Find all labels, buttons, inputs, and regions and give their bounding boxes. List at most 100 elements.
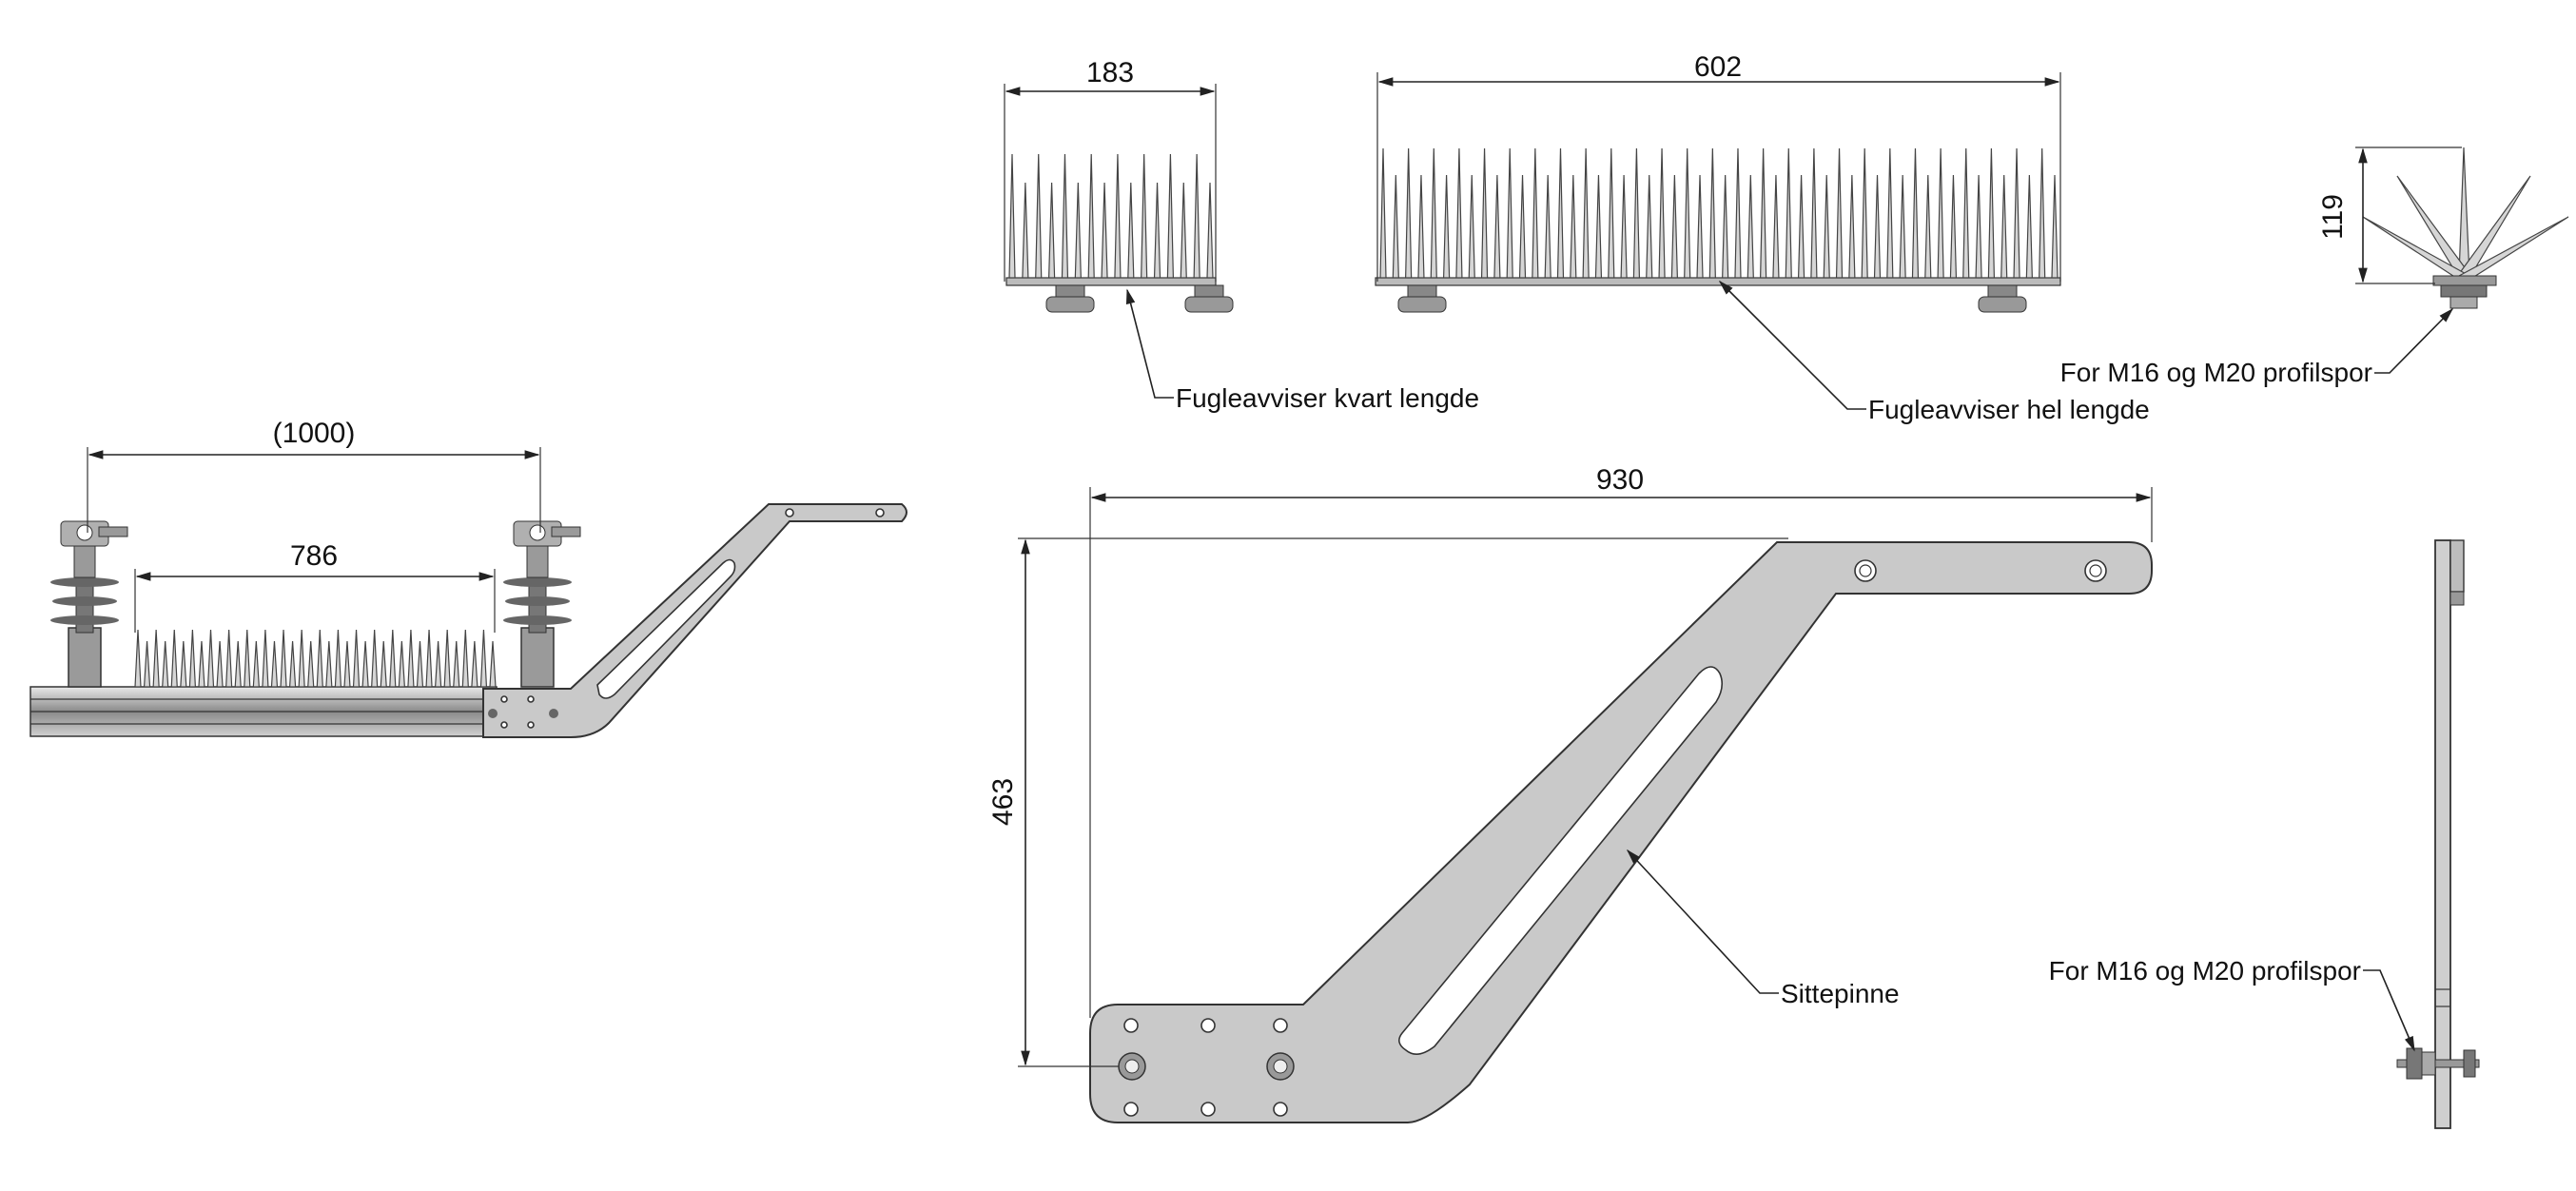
spike [352, 629, 361, 688]
spike [280, 629, 287, 688]
spike [389, 629, 397, 688]
spike [1899, 174, 1906, 279]
spike [434, 640, 442, 688]
spike [316, 629, 323, 688]
side-view: For M16 og M20 profilspor [2049, 539, 2480, 1129]
spike [2013, 147, 2020, 279]
spike [1658, 147, 1666, 279]
spike [1949, 174, 1958, 279]
spike [1193, 153, 1200, 279]
spike [162, 640, 169, 688]
quarter-length-deterrent: 183 Fugleavviser kvart lengde [1004, 57, 1479, 413]
spike [1937, 147, 1944, 279]
overview-spike-strip [134, 629, 497, 688]
spike [1074, 182, 1082, 279]
spike [489, 640, 497, 688]
spike [1430, 147, 1437, 279]
spike [1061, 153, 1069, 279]
spike [252, 640, 260, 688]
spike [1493, 174, 1501, 279]
spike [380, 640, 387, 688]
spike [1696, 174, 1704, 279]
spike [1392, 174, 1399, 279]
spike [1608, 147, 1615, 279]
spike [262, 629, 269, 688]
spike [1722, 174, 1729, 279]
dim-full-length: 602 [1694, 51, 1742, 83]
spike [1911, 147, 1920, 279]
spike [1620, 174, 1628, 279]
spike [1848, 174, 1856, 279]
spike [398, 640, 405, 688]
spike [1022, 182, 1029, 279]
spike [1810, 147, 1818, 279]
spike [1734, 147, 1742, 279]
spike [2039, 147, 2046, 279]
dim-overview-spike-length: 786 [290, 540, 338, 572]
spike [307, 640, 315, 688]
full-length-deterrent: 602 Fugleavviser hel lengde [1375, 51, 2150, 424]
overview-perch-arm [482, 503, 907, 738]
spike [443, 629, 451, 688]
spike [152, 629, 160, 688]
quarter-spike-row [1008, 153, 1214, 279]
spike [471, 640, 478, 688]
spike [1442, 174, 1451, 279]
spike [1670, 174, 1678, 279]
spike [1785, 147, 1792, 279]
spike [206, 629, 215, 688]
spike [1962, 147, 1970, 279]
full-spike-row [1379, 147, 2059, 279]
dim-perch-height: 463 [987, 778, 1019, 826]
spike [1114, 153, 1122, 279]
spike [343, 640, 351, 688]
spike [180, 640, 187, 688]
spike [1153, 182, 1161, 279]
spike [1823, 174, 1830, 279]
spike [1835, 147, 1844, 279]
spike [1797, 174, 1805, 279]
spike [1127, 182, 1135, 279]
label-quarter-length: Fugleavviser kvart lengde [1176, 383, 1479, 413]
spike [1594, 174, 1603, 279]
spike [234, 640, 242, 688]
label-perch: Sittepinne [1781, 979, 1900, 1008]
overview-assembly: (1000) 786 [29, 418, 907, 738]
spike [1886, 147, 1894, 279]
spike [198, 640, 205, 688]
spike [1646, 174, 1653, 279]
spike [1518, 174, 1527, 279]
dim-overview-span: (1000) [273, 418, 356, 449]
spike [425, 629, 433, 688]
left-insulator [50, 520, 128, 688]
spike [1760, 147, 1767, 279]
spike [334, 629, 342, 688]
spike [1480, 147, 1489, 279]
spike [1556, 147, 1565, 279]
spike [2025, 174, 2033, 279]
spike [2000, 174, 2008, 279]
spike [416, 640, 424, 688]
side-view-bar [2434, 539, 2451, 1129]
spike [134, 629, 142, 688]
spike [1684, 147, 1691, 279]
spike [1632, 147, 1641, 279]
label-full-length: Fugleavviser hel lengde [1868, 395, 2150, 424]
spike [1924, 174, 1932, 279]
spike [325, 640, 333, 688]
spike [1582, 147, 1590, 279]
spike [1141, 153, 1148, 279]
spike [371, 629, 379, 688]
spike [1405, 147, 1413, 279]
spike [1087, 153, 1095, 279]
spike [288, 640, 297, 688]
spike [1047, 182, 1056, 279]
spike [407, 629, 415, 688]
spike [270, 640, 279, 688]
label-profile-slot-top: For M16 og M20 profilspor [2060, 358, 2372, 387]
perch-bracket [1089, 541, 2153, 1123]
perch-detail: 930 463 Sittepinne [987, 464, 2153, 1123]
spike [1975, 174, 1982, 279]
spike [216, 640, 224, 688]
spike [461, 629, 469, 688]
